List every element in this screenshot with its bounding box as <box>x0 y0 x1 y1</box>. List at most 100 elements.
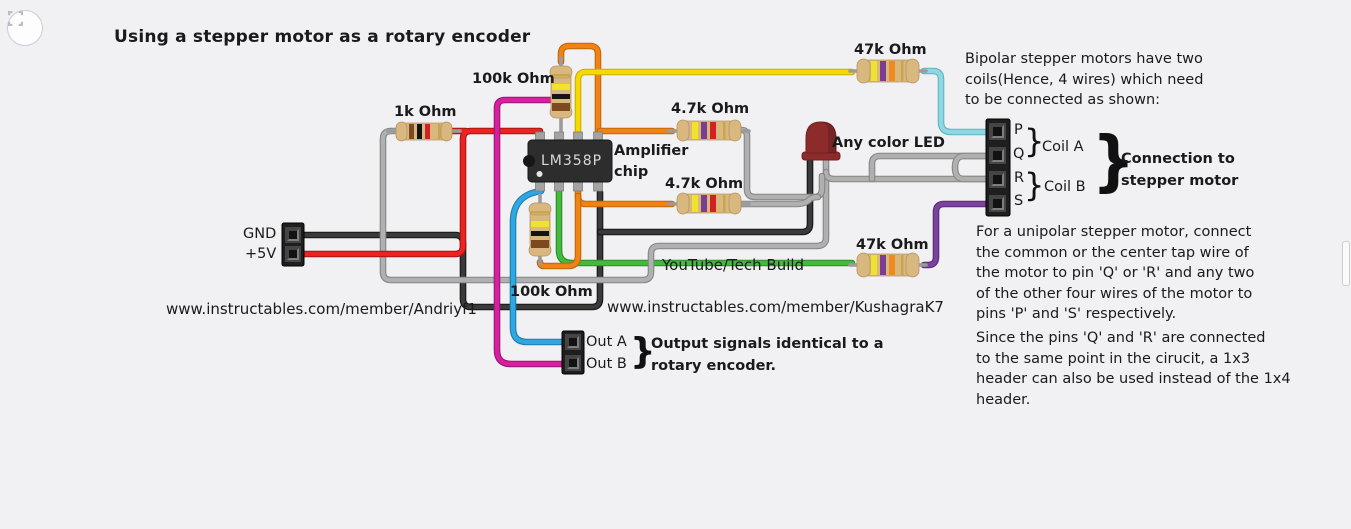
label-out-a: Out A <box>586 334 627 350</box>
resistor-100k-top <box>549 56 573 138</box>
resistor-4k7-upper <box>667 119 751 142</box>
scrollbar-thumb[interactable] <box>1342 241 1350 286</box>
label-resistor-4k7-upper: 4.7k Ohm <box>671 101 750 117</box>
band <box>723 122 726 139</box>
header-pin-r <box>989 171 1006 188</box>
led <box>801 121 841 161</box>
output-brace: } <box>630 331 656 372</box>
band <box>438 124 441 139</box>
label-pin-q: Q <box>1013 146 1025 162</box>
stepper-connection-2: stepper motor <box>1121 173 1239 189</box>
wire-grey-pin-q-branch <box>872 156 986 179</box>
label-resistor-100k-top: 100k Ohm <box>472 71 555 87</box>
resistor-4k7-lower <box>667 192 751 215</box>
label-resistor-4k7-lower: 4.7k Ohm <box>665 176 744 192</box>
credit-kushagrak7: www.instructables.com/member/KushagraK7 <box>607 298 944 316</box>
stepper-brace: } <box>1091 122 1136 199</box>
band <box>710 195 716 212</box>
band <box>901 61 904 81</box>
header-body <box>985 118 1011 217</box>
label-pin-s: S <box>1014 193 1024 209</box>
credit-andriyf1: www.instructables.com/member/Andriyf1 <box>166 300 477 318</box>
band <box>701 122 707 139</box>
wire-grey-qr-loop <box>955 156 986 179</box>
header-pin-out-b <box>565 355 581 371</box>
chip-notch <box>523 155 535 167</box>
header-pin-s <box>989 195 1006 212</box>
label-pin-p: P <box>1014 122 1023 138</box>
note-unipolar: For a unipolar stepper motor, connect th… <box>976 222 1296 325</box>
band <box>552 94 570 99</box>
note-bipolar-line3: to be connected as shown: <box>965 92 1161 108</box>
label-led: Any color LED <box>832 135 945 151</box>
band <box>531 231 549 236</box>
led-body <box>805 121 837 154</box>
label-pin-r: R <box>1014 170 1025 186</box>
note-shared-line4: header. <box>976 391 1031 408</box>
band <box>889 255 895 275</box>
band <box>531 221 549 227</box>
output-caption-2: rotary encoder. <box>651 358 776 374</box>
band <box>901 255 904 275</box>
chip-pin1-dot <box>536 171 543 177</box>
band <box>552 103 570 111</box>
band <box>552 74 570 77</box>
note-unipolar-line3: the motor to pin 'Q' or 'R' and any two <box>976 265 1255 281</box>
band <box>723 195 726 212</box>
header-pin-gnd <box>285 227 301 243</box>
header-stepper <box>985 118 1011 217</box>
diagram-title: Using a stepper motor as a rotary encode… <box>114 27 531 47</box>
chip-lm358p <box>523 131 613 192</box>
band <box>692 195 698 212</box>
wire-orange-to-4k7-lower <box>578 192 672 204</box>
band <box>871 255 877 275</box>
note-bipolar: Bipolar stepper motors have two coils(He… <box>965 49 1275 111</box>
band <box>871 61 877 81</box>
band <box>889 61 895 81</box>
label-5v: +5V <box>245 246 277 262</box>
band <box>417 124 422 139</box>
note-shared-line1: Since the pins 'Q' and 'R' are connected <box>976 330 1266 346</box>
fullscreen-icon <box>8 11 23 26</box>
label-chip-caption-1: Amplifier <box>614 143 689 159</box>
note-unipolar-line1: For a unipolar stepper motor, connect <box>976 224 1252 240</box>
band <box>425 124 430 139</box>
label-resistor-47k-bottom: 47k Ohm <box>856 237 929 253</box>
chip-part-number: LM358P <box>541 153 603 169</box>
header-pin-q <box>989 147 1006 164</box>
header-pin-5v <box>285 246 301 262</box>
note-bipolar-line1: Bipolar stepper motors have two <box>965 51 1203 67</box>
output-caption-1: Output signals identical to a <box>651 336 884 352</box>
band <box>880 61 886 81</box>
label-resistor-47k-top: 47k Ohm <box>854 42 927 58</box>
band <box>880 255 886 275</box>
header-power <box>281 222 305 267</box>
note-shared-line3: header can also be used instead of the 1… <box>976 371 1291 387</box>
band <box>409 124 414 139</box>
label-chip-caption-2: chip <box>614 164 649 180</box>
coil-a-brace: } <box>1024 122 1045 160</box>
resistor-1k <box>386 121 462 142</box>
note-shared-pins: Since the pins 'Q' and 'R' are connected… <box>976 328 1306 410</box>
resistor-47k-top <box>848 58 928 84</box>
note-bipolar-line2: coils(Hence, 4 wires) which need <box>965 71 1204 88</box>
label-gnd: GND <box>243 226 277 242</box>
note-unipolar-line5: pins 'P' and 'S' respectively. <box>976 306 1177 322</box>
note-shared-line2: to the same point in the cirucit, a 1x3 <box>976 350 1251 367</box>
band <box>531 240 549 248</box>
note-unipolar-line2: the common or the center tap wire of <box>976 244 1249 261</box>
header-output <box>561 330 585 375</box>
stepper-connection-1: Connection to <box>1121 151 1235 167</box>
fullscreen-button[interactable] <box>7 10 43 46</box>
credit-youtube: YouTube/Tech Build <box>662 256 805 274</box>
band <box>531 211 549 214</box>
header-pin-out-a <box>565 334 581 350</box>
band <box>701 195 707 212</box>
label-out-b: Out B <box>586 356 627 372</box>
band <box>692 122 698 139</box>
resistor-47k-bottom <box>848 252 928 278</box>
resistor-100k-bottom <box>528 193 552 266</box>
header-pin-p <box>989 123 1006 140</box>
label-coil-a: Coil A <box>1042 139 1084 155</box>
